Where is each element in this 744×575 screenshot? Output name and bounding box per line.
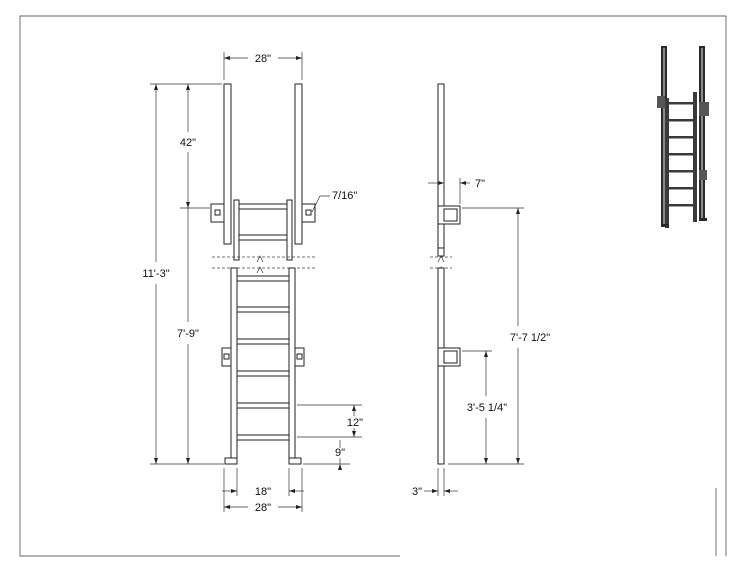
dim-rung-width: 18" <box>255 486 271 498</box>
arrow <box>296 505 302 509</box>
iso-bracket <box>699 170 707 180</box>
arrow <box>231 489 237 493</box>
upper-left-bracket-bolt <box>214 209 221 216</box>
iso-rung <box>669 136 693 139</box>
dim-overall-height: 11'-3" <box>142 268 169 280</box>
arrow <box>352 431 356 437</box>
right-extension-rail <box>294 83 303 245</box>
iso-bracket <box>699 102 709 116</box>
lower-left-stile <box>230 267 238 465</box>
side-upper-stub <box>437 247 445 257</box>
arrow <box>338 464 342 470</box>
iso-rung <box>669 204 693 207</box>
arrow <box>289 489 295 493</box>
arrow <box>186 202 190 208</box>
dim-rung-spacing: 12" <box>347 417 363 429</box>
upper-rung <box>238 203 288 210</box>
rung <box>236 338 290 345</box>
arrow <box>296 56 302 60</box>
lower-right-bracket-bolt <box>296 353 303 360</box>
arrow <box>484 351 488 357</box>
left-extension-rail <box>223 83 232 245</box>
dim-lower-bracket-height: 3'-5 1/4" <box>467 402 507 414</box>
iso-ladder-left-stile <box>665 98 669 228</box>
arrow <box>224 56 230 60</box>
upper-rung <box>238 234 288 241</box>
side-view: 7" 7'-7 1/2" 3'-5 1/4" 3" <box>412 83 550 498</box>
side-upper-bracket-inner <box>443 208 458 222</box>
upper-left-stile <box>233 199 240 261</box>
lower-left-bracket-bolt <box>223 353 230 360</box>
arrow <box>484 458 488 464</box>
dim-base-offset: 3" <box>412 486 422 498</box>
side-lower-bracket-inner <box>443 350 458 364</box>
dim-base-width: 28" <box>255 502 271 514</box>
arrow <box>224 505 230 509</box>
iso-foot <box>661 224 669 227</box>
iso-rung <box>669 187 693 190</box>
iso-right-rail-face <box>701 48 703 218</box>
dim-standoff: 7" <box>475 178 485 190</box>
lower-right-stile <box>288 267 296 465</box>
iso-left-rail-face <box>663 48 665 224</box>
arrow <box>186 458 190 464</box>
arrow <box>444 489 450 493</box>
break-symbol <box>256 266 264 274</box>
iso-foot <box>699 218 707 221</box>
sheet-border <box>19 15 727 556</box>
dim-ladder-height: 7'-9" <box>177 328 199 340</box>
front-view: 28" 42" 7/16" 11'-3" 7'-9" 12" <box>142 52 363 514</box>
arrow <box>154 458 158 464</box>
arrow <box>516 458 520 464</box>
arrow <box>186 84 190 90</box>
arrow <box>460 181 466 185</box>
iso-rung <box>669 119 693 122</box>
upper-right-stile <box>286 199 293 261</box>
isometric-ladder-view <box>657 46 709 228</box>
arrow <box>352 405 356 411</box>
rung <box>236 402 290 409</box>
arrow <box>432 489 438 493</box>
arrow <box>516 208 520 214</box>
rung <box>236 434 290 441</box>
dim-bracket-offset: 7/16" <box>332 190 357 202</box>
rung <box>236 275 290 282</box>
dim-first-rung: 9" <box>335 447 345 459</box>
iso-ladder-right-stile <box>693 92 697 222</box>
dim-extension-height: 42" <box>180 137 196 149</box>
dim-bracket-span: 7'-7 1/2" <box>510 332 550 344</box>
left-foot <box>224 457 238 465</box>
iso-rung <box>669 153 693 156</box>
arrow <box>438 181 444 185</box>
side-break-symbol <box>437 255 445 263</box>
iso-bracket <box>657 96 665 108</box>
right-foot <box>288 457 302 465</box>
rung <box>236 370 290 377</box>
iso-rung <box>669 102 693 105</box>
upper-right-bracket-bolt <box>305 209 312 216</box>
iso-rung <box>669 170 693 173</box>
arrow <box>154 84 158 90</box>
break-symbol <box>256 255 264 263</box>
rung <box>236 306 290 313</box>
dim-top-width: 28" <box>255 53 271 65</box>
leader-line <box>311 195 330 213</box>
